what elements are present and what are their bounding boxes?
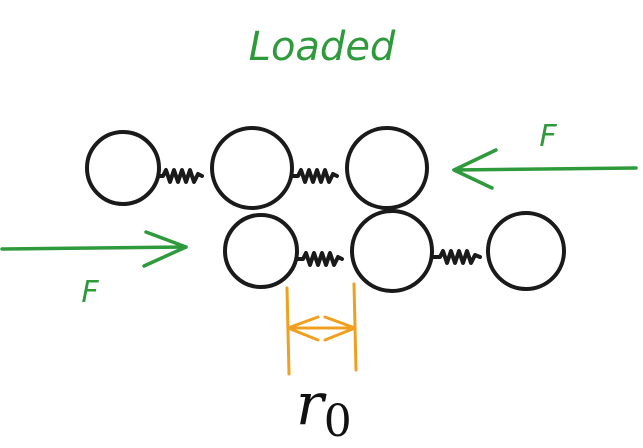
spring-top-1 — [157, 168, 204, 184]
atom-bottom-1 — [223, 213, 299, 289]
distance-label: r0 — [296, 370, 352, 447]
top-atom-chain — [85, 126, 429, 210]
atom-top-1 — [85, 130, 161, 206]
force-label-top: F — [539, 119, 557, 154]
force-arrow-top — [452, 148, 638, 190]
atom-bottom-3 — [486, 211, 566, 291]
spring-bottom-2 — [430, 249, 482, 265]
distance-label-symbol: r — [296, 370, 327, 438]
force-arrow-top-shaft — [452, 166, 638, 172]
dimension-left-tick — [285, 286, 291, 376]
force-label-bottom: F — [81, 275, 99, 310]
spring-top-2 — [290, 168, 339, 184]
bottom-atom-chain — [223, 209, 566, 293]
spring-bottom-1 — [295, 251, 344, 267]
atom-bottom-2 — [350, 209, 434, 293]
atom-top-2 — [210, 126, 294, 210]
force-arrow-bottom-shaft — [0, 245, 188, 251]
diagram-title: Loaded — [249, 24, 396, 70]
force-arrow-bottom-head — [142, 230, 188, 268]
dimension-arrow-right — [323, 315, 357, 342]
dimension-arrow-left — [286, 315, 320, 342]
force-arrow-top-head — [452, 148, 498, 190]
atom-top-3 — [345, 126, 429, 210]
distance-dimension — [285, 282, 358, 376]
distance-label-subscript: 0 — [324, 396, 352, 447]
force-arrow-bottom — [0, 230, 188, 268]
